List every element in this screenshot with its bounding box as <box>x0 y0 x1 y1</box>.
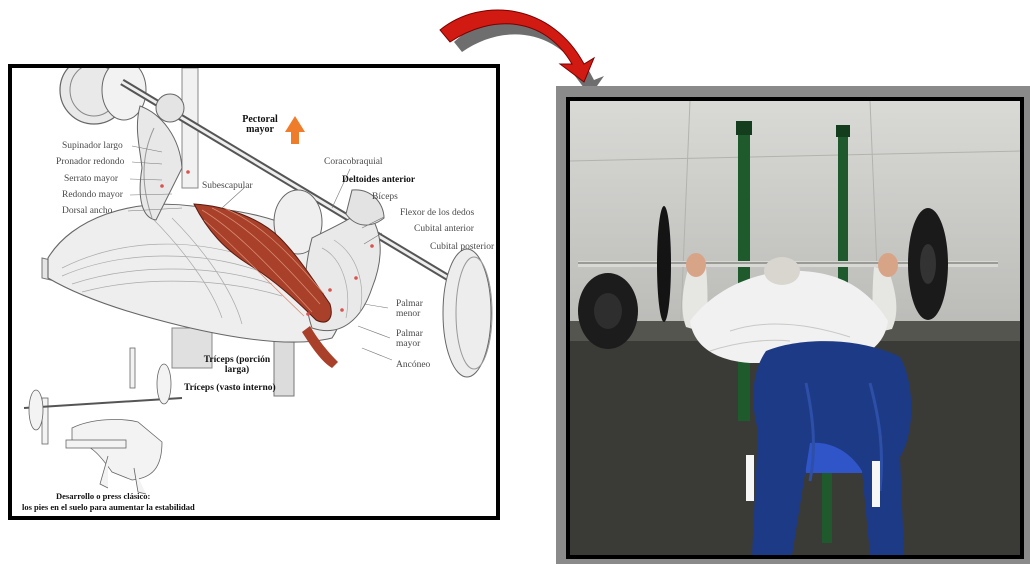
photo-frame <box>556 86 1030 564</box>
label-cubital-posterior: Cubital posterior <box>430 243 494 253</box>
label-triceps-interno: Tríceps (vasto interno) <box>184 384 276 394</box>
label-palmar-mayor: Palmar mayor <box>396 330 436 349</box>
label-anconeo: Ancóneo <box>396 361 430 371</box>
label-supinador: Supinador largo <box>62 142 123 152</box>
bench-press-photo <box>566 97 1024 559</box>
label-biceps: Bíceps <box>372 193 398 203</box>
label-pronador: Pronador redondo <box>56 158 124 168</box>
bench-press-scene <box>570 101 1020 555</box>
label-cubital-anterior: Cubital anterior <box>414 225 474 235</box>
label-triceps-larga: Tríceps (porción larga) <box>202 356 272 375</box>
anatomy-illustration <box>12 68 496 516</box>
label-pectoral: Pectoral mayor <box>230 115 290 135</box>
label-subescapular: Subescapular <box>202 182 253 192</box>
label-redondo: Redondo mayor <box>62 191 123 201</box>
label-serrato: Serrato mayor <box>64 175 118 185</box>
caption-line1: Desarrollo o press clásico: <box>56 492 150 501</box>
caption-line2: los pies en el suelo para aumentar la es… <box>22 503 195 512</box>
label-flexor: Flexor de los dedos <box>400 209 474 219</box>
label-coracobraquial: Coracobraquial <box>324 158 383 168</box>
label-palmar-menor: Palmar menor <box>396 300 436 319</box>
anatomy-illustration-frame: Pectoral mayor Supinador largo Pronador … <box>8 64 500 520</box>
label-dorsal: Dorsal ancho <box>62 207 112 217</box>
label-deltoides: Deltoides anterior <box>342 176 415 186</box>
